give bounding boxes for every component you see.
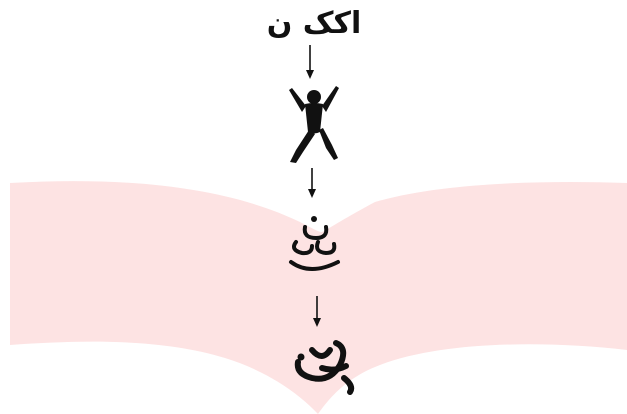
down-arrow-icon xyxy=(306,45,314,79)
top-word: اکک ن xyxy=(267,6,362,41)
down-arrow-icon xyxy=(308,168,316,198)
jumping-person-icon xyxy=(289,86,339,163)
